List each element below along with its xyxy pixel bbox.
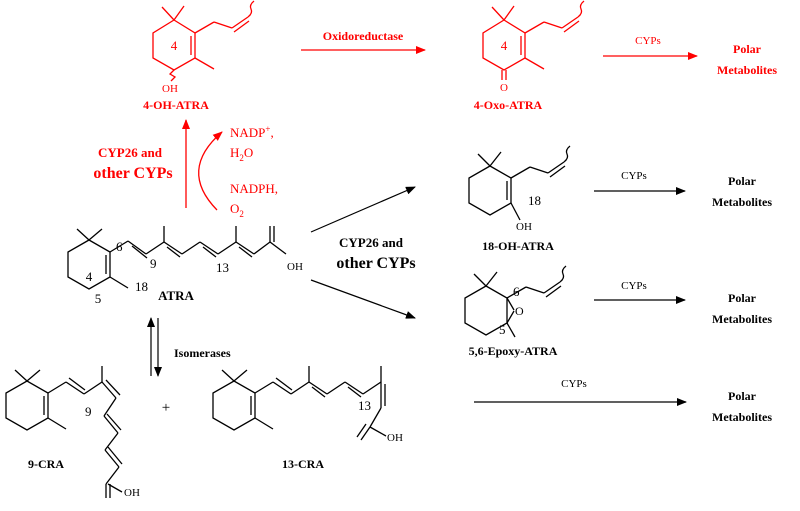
- compound-label-18-oh-atra: 18-OH-ATRA: [482, 239, 554, 253]
- arrow-atra-to-epoxy: [310, 279, 416, 319]
- structure-9-cra: [5, 366, 123, 498]
- atom-label-4-oxo: 4: [501, 38, 508, 53]
- compound-label-4-oh-atra: 4-OH-ATRA: [143, 98, 209, 112]
- compound-label-13-cra: 13-CRA: [282, 457, 324, 471]
- plus-sign: +: [162, 400, 170, 416]
- compound-label-atra: ATRA: [158, 288, 194, 303]
- enzyme-label-cyps-bottom: CYPs: [561, 378, 587, 390]
- hydroxyl-label-18: OH: [516, 221, 532, 233]
- product-label-metabolites-18: Metabolites: [712, 195, 772, 209]
- atom-label-9: 9: [150, 256, 157, 271]
- atom-label-13: 13: [216, 260, 229, 275]
- product-label-polar-18: Polar: [728, 174, 757, 188]
- cofactor-water: H2O: [230, 145, 253, 163]
- enzyme-label-cyps-epoxy: CYPs: [621, 280, 647, 292]
- enzyme-label-cyps-red: CYPs: [635, 35, 661, 47]
- carboxyl-oh-9-cra: OH: [124, 487, 140, 499]
- structure-4-oxo-atra: [482, 0, 585, 80]
- compound-label-epoxy-atra: 5,6-Epoxy-ATRA: [469, 344, 558, 358]
- arrow-atra-to-18-oh: [310, 186, 416, 233]
- atom-label-18-hydroxyl: 18: [528, 193, 541, 208]
- carboxyl-oh-atra: OH: [287, 261, 303, 273]
- enzyme-label-cyp26-line1: CYP26 and: [339, 235, 404, 250]
- product-label-polar-bottom: Polar: [728, 389, 757, 403]
- product-label-metabolites-epoxy: Metabolites: [712, 312, 772, 326]
- atom-label-4: 4: [171, 38, 178, 53]
- enzyme-label-cyps-18: CYPs: [621, 170, 647, 182]
- product-label-polar-epoxy: Polar: [728, 291, 757, 305]
- structure-13-cra: [212, 366, 387, 441]
- structure-18-oh-atra: [468, 145, 571, 221]
- hydroxyl-label: OH: [162, 83, 178, 95]
- atom-label-5-epoxy: 5: [499, 322, 506, 337]
- atom-label-4-atra: 4: [86, 269, 93, 284]
- structure-epoxy-atra: [464, 265, 567, 338]
- cofactor-curve-arrow: [198, 131, 223, 211]
- compound-label-9-cra: 9-CRA: [28, 457, 64, 471]
- product-label-metabolites-red: Metabolites: [717, 63, 777, 77]
- enzyme-label-cyp26-line2: other CYPs: [336, 255, 415, 272]
- product-label-polar-red: Polar: [733, 42, 762, 56]
- enzyme-label-cyp26-red-line1: CYP26 and: [98, 145, 163, 160]
- product-label-metabolites-bottom: Metabolites: [712, 410, 772, 424]
- compound-label-4-oxo-atra: 4-Oxo-ATRA: [474, 98, 543, 112]
- atom-label-18: 18: [135, 279, 148, 294]
- carboxyl-oh-13-cra: OH: [387, 432, 403, 444]
- structure-4-oh-atra: [152, 0, 255, 82]
- atom-label-5: 5: [95, 291, 102, 306]
- keto-oxygen-label: O: [500, 82, 508, 94]
- enzyme-label-cyp26-red-line2: other CYPs: [93, 165, 172, 182]
- cofactor-nadph: NADPH,: [230, 181, 278, 196]
- atom-label-6: 6: [116, 239, 123, 254]
- atom-label-9-cra: 9: [85, 404, 92, 419]
- epoxide-oxygen-label: O: [515, 304, 524, 318]
- cofactor-oxygen: O2: [230, 201, 244, 219]
- atom-label-13-cra: 13: [358, 398, 371, 413]
- cofactor-nadp-plus: NADP+,: [230, 124, 274, 140]
- enzyme-label-oxidoreductase: Oxidoreductase: [323, 29, 404, 43]
- atom-label-6-epoxy: 6: [513, 284, 520, 299]
- structure-atra: [67, 226, 287, 290]
- enzyme-label-isomerases: Isomerases: [174, 346, 231, 360]
